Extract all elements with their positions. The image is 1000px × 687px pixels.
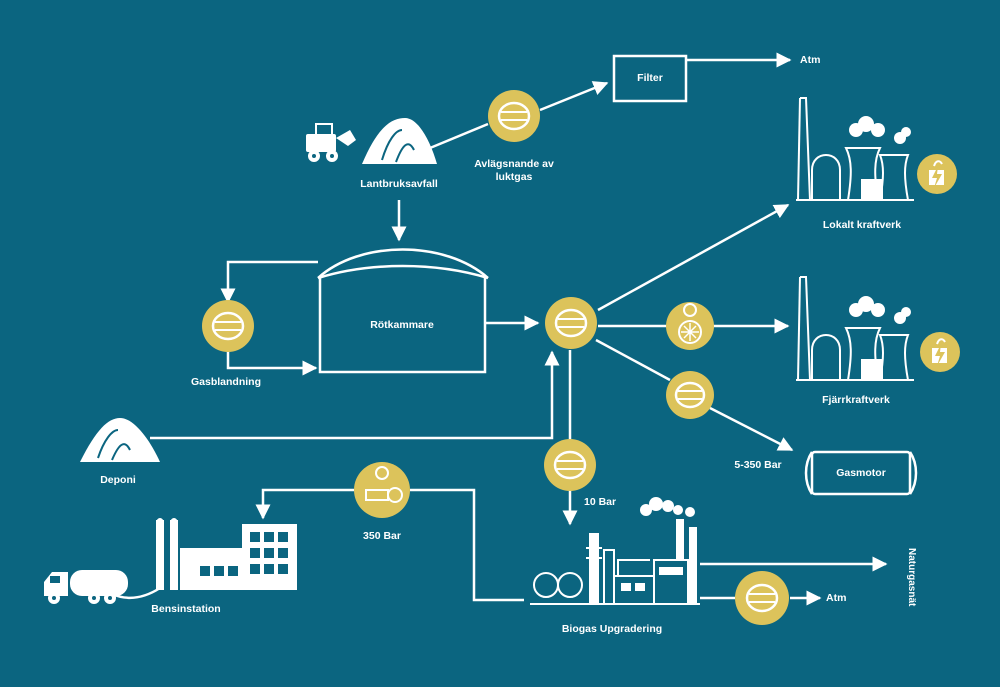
filter-label: Filter [637,72,663,84]
smoke-icon [849,116,911,144]
tractor-icon [306,123,356,162]
pressure-5-350-label: 5-350 Bar [734,459,782,471]
lightning-badge-icon-2 [920,332,960,372]
rotkammare-tank [317,248,489,374]
pressure-10-label: 10 Bar [584,496,617,508]
valve-atm-bottom[interactable] [735,571,789,625]
rotkammare-label: Rötkammare [370,319,434,331]
bensinstation-label: Bensinstation [151,603,221,615]
line-waste-to-odor [429,122,489,150]
arrow-digester-to-mixer [220,260,318,304]
valve-gasblandning[interactable] [202,300,254,352]
arrow-to-bensinstation [255,488,354,520]
power-plant-icon [796,97,914,201]
waste-pile-icon [362,118,437,164]
deponi-label: Deponi [100,474,136,486]
arrow-mixer-to-digester [226,350,318,376]
district-power-plant-icon [796,276,914,381]
fjarrkraftverk-label: Fjärrkraftverk [822,394,890,406]
pressure-350-label: 350 Bar [363,530,401,542]
gasmotor-label: Gasmotor [836,467,886,479]
valve-district-heat[interactable] [666,302,714,350]
lantbruksavfall-label: Lantbruksavfall [360,178,438,190]
valve-gasmotor[interactable] [666,371,714,419]
lokalt-kraftverk-label: Lokalt kraftverk [822,219,902,231]
line-hub-to-valve3 [595,338,671,382]
valve-350bar[interactable] [354,462,410,518]
deponi-pile-icon [80,418,160,462]
smoke-icon-2 [849,296,911,324]
gasblandning-label: Gasblandning [190,376,262,388]
arrow-to-gasmotor [709,406,794,452]
arrow-deponi-to-hub [150,350,560,440]
valve-10bar[interactable] [544,439,596,491]
filter-box-icon [612,54,688,103]
gas-station-icon [156,518,297,590]
biogas-upgradering-label: Biogas Upgradering [561,623,663,635]
gas-engine-icon [804,450,918,496]
arrow-hub-to-local-plant [597,203,790,312]
avlagsnande-label: Avlägsnande av luktgas [474,158,554,183]
valve-hub[interactable] [545,297,597,349]
refinery-smoke-icon [640,497,695,517]
refinery-icon [530,519,700,605]
atm-bottom-label: Atm [826,592,847,604]
valve-odor[interactable] [488,90,540,142]
flow-lines [111,52,888,606]
lightning-badge-icon [917,154,957,194]
fuel-truck-icon [44,570,128,604]
naturgasnat-label: Naturgasnät [906,548,917,607]
line-upgrading-to-station [410,488,524,602]
arrow-odor-to-filter [539,81,609,112]
atm-top-label: Atm [800,54,821,66]
